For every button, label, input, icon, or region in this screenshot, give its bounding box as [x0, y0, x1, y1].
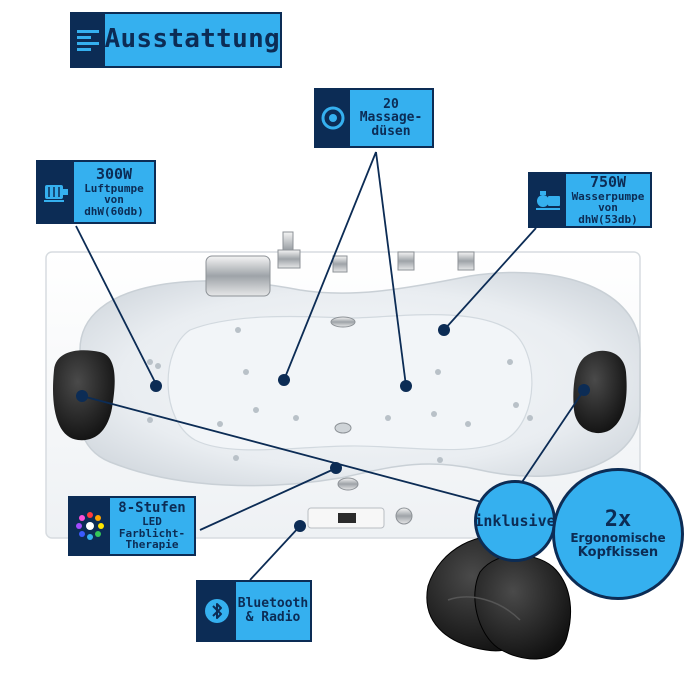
air-pump-name: Luftpumpe [84, 181, 144, 195]
control-knob [332, 255, 348, 273]
leader-lines [75, 151, 585, 581]
drain [334, 422, 352, 434]
list-icon [72, 14, 105, 66]
air-pump-power: 300W [95, 164, 133, 183]
bluetooth-line1: Bluetooth [237, 596, 309, 612]
bluetooth-icon [198, 582, 236, 640]
massage-jet-icon [316, 90, 350, 146]
pillows-badge: 2x Ergonomische Kopfkissen [552, 468, 684, 600]
pillows-qty: 2x [604, 506, 632, 532]
led-levels: 8-Stufen [118, 500, 186, 517]
led-line3: Therapie [125, 538, 179, 552]
bluetooth-line2: & Radio [245, 610, 301, 625]
air-pump-noise: von dhW(60db) [84, 193, 144, 218]
pillows-line2: Kopfkissen [577, 545, 659, 561]
headrest-right [573, 350, 627, 434]
jets-count: 20 [383, 96, 399, 112]
pillows-line1: Ergonomische [570, 531, 666, 546]
jet-nozzle [330, 316, 356, 328]
water-pump-noise: von dhW(53db) [578, 201, 638, 226]
jets-label: 20 Massage- düsen [314, 88, 434, 148]
led-label: 8-Stufen LED Farblicht- Therapie [68, 496, 196, 556]
included-badge: inklusive [474, 480, 556, 562]
water-pump-name: Wasserpumpe [571, 189, 645, 203]
included-pillows [426, 535, 572, 660]
water-pump-power: 750W [589, 172, 627, 191]
control-knob [457, 251, 475, 271]
control-knob [397, 251, 415, 271]
leader-dots [76, 324, 590, 532]
led-line2: LED Farblicht- [118, 515, 186, 540]
air-pump-label: 300W Luftpumpe von dhW(60db) [36, 160, 156, 224]
jets-line3: düsen [371, 123, 411, 139]
page-title: Ausstattung [104, 24, 280, 55]
faucet-body [205, 255, 271, 297]
air-pump-icon [38, 162, 74, 222]
speaker [395, 507, 413, 525]
water-pump-label: 750W Wasserpumpe von dhW(53db) [528, 172, 652, 228]
led-color-icon [70, 498, 110, 554]
bluetooth-label: Bluetooth & Radio [196, 580, 312, 642]
title-label: Ausstattung [70, 12, 282, 68]
water-pump-icon [530, 174, 566, 226]
included-text: inklusive [474, 512, 556, 530]
jets-line2: Massage- [359, 110, 423, 126]
